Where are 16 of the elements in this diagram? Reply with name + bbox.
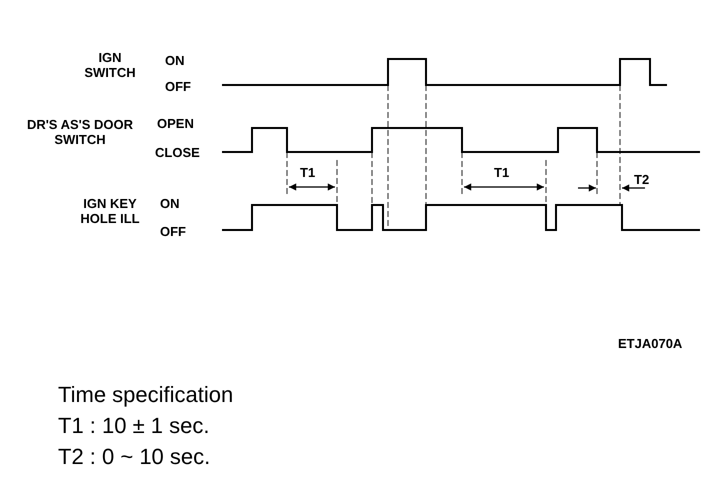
state-label: OFF [160,224,186,239]
time-label: T2 [634,172,650,187]
state-label: OFF [165,79,191,94]
time-label: T1 [300,165,316,180]
state-label: OPEN [157,116,194,131]
heading: Time specification [58,382,234,408]
state-label: CLOSE [155,145,200,160]
signal-name: DR'S AS'S DOOR SWITCH [26,117,134,147]
time-label: T1 [494,165,510,180]
state-label: ON [165,53,184,68]
signal-name: IGN KEY HOLE ILL [79,196,141,226]
specification-text: T1 : 10 ± 1 sec. [58,413,210,439]
state-label: ON [160,196,180,211]
specification-text: T2 : 0 ~ 10 sec. [58,444,210,470]
signal-name: IGN SWITCH [83,50,137,80]
figure-code: ETJA070A [618,336,682,351]
